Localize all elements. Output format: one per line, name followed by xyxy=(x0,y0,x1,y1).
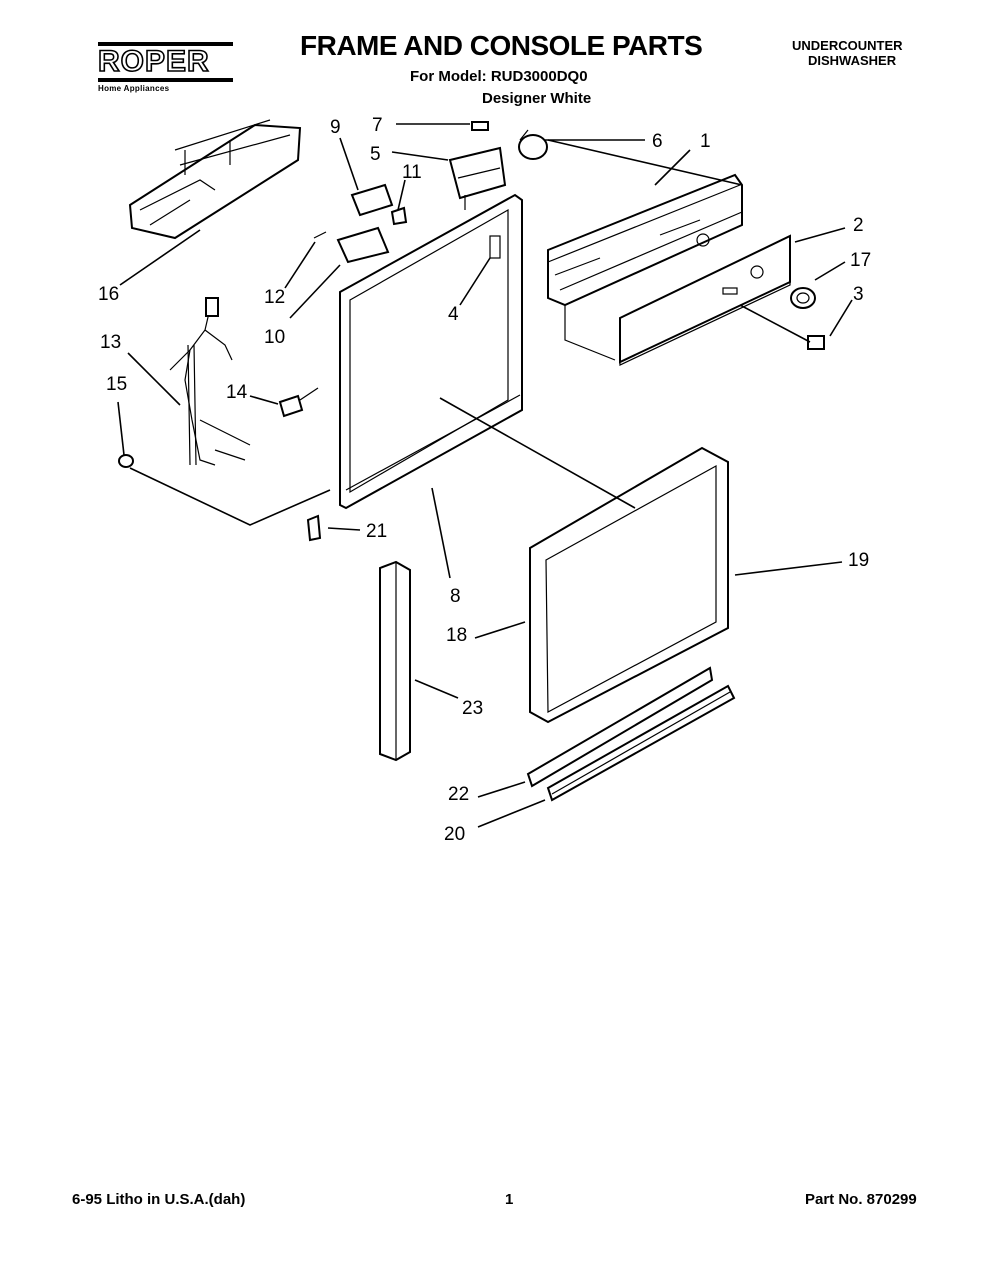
part-10-latch-base xyxy=(336,226,390,264)
part-13-wire-harness xyxy=(169,297,251,466)
part-8-door-frame xyxy=(339,193,523,510)
callout-2: 2 xyxy=(853,215,864,236)
callout-10: 10 xyxy=(264,327,285,348)
callout-17: 17 xyxy=(850,250,871,271)
footer-print-info: 6-95 Litho in U.S.A.(dah) xyxy=(72,1191,246,1208)
callout-7: 7 xyxy=(372,115,383,136)
part-20-kick-plate xyxy=(546,684,736,802)
part-21-clip xyxy=(306,514,322,542)
variant-line: Designer White xyxy=(482,90,592,107)
callout-21: 21 xyxy=(366,521,387,542)
callout-12: 12 xyxy=(264,287,285,308)
callout-3: 3 xyxy=(853,284,864,305)
page-title: FRAME AND CONSOLE PARTS xyxy=(300,30,703,61)
callout-8: 8 xyxy=(450,586,461,607)
callout-15: 15 xyxy=(106,374,127,395)
part-14-sensor xyxy=(278,387,319,418)
callout-16: 16 xyxy=(98,284,119,305)
callout-18: 18 xyxy=(446,625,467,646)
callout-6: 6 xyxy=(652,131,663,152)
leader-lines xyxy=(117,123,853,828)
part-1-console xyxy=(547,173,791,366)
callout-5: 5 xyxy=(370,144,381,165)
part-19-door-panel xyxy=(529,446,729,724)
footer-page-number: 1 xyxy=(505,1191,514,1208)
callout-19: 19 xyxy=(848,550,869,571)
model-line: For Model: RUD3000DQ0 xyxy=(410,68,588,85)
footer-part-number: Part No. 870299 xyxy=(805,1191,917,1208)
callout-22: 22 xyxy=(448,784,469,805)
part-16-bracket xyxy=(128,119,302,240)
part-5-switch xyxy=(448,146,507,210)
part-2-control-panel xyxy=(619,234,791,364)
callout-11: 11 xyxy=(402,162,422,183)
part-17-knob xyxy=(790,287,816,309)
part-7-screw xyxy=(471,121,489,131)
callout-20: 20 xyxy=(444,824,465,845)
callout-labels: 1 2 3 4 5 6 7 8 9 10 11 12 13 14 15 16 1… xyxy=(98,115,871,845)
part-15-screw xyxy=(118,454,134,468)
part-22-toe-strip xyxy=(526,666,714,788)
callout-9: 9 xyxy=(330,117,341,138)
part-9-latch xyxy=(350,183,394,217)
part-11-clip xyxy=(390,206,408,226)
callout-14: 14 xyxy=(226,382,248,403)
callout-23: 23 xyxy=(462,698,483,719)
brand-name: ROPER xyxy=(97,42,233,82)
product-type-line1: UNDERCOUNTER xyxy=(792,38,903,53)
part-12-pin xyxy=(313,231,327,239)
callout-13: 13 xyxy=(100,332,121,353)
roper-logo: ROPER Home Appliances xyxy=(97,42,233,93)
callout-1: 1 xyxy=(700,131,711,152)
part-23-side-trim xyxy=(379,560,411,762)
callout-4: 4 xyxy=(448,304,459,325)
part-6-selector xyxy=(518,129,548,160)
brand-tagline: Home Appliances xyxy=(98,84,170,93)
product-type-line2: DISHWASHER xyxy=(808,53,897,68)
part-3-clip xyxy=(807,335,825,350)
